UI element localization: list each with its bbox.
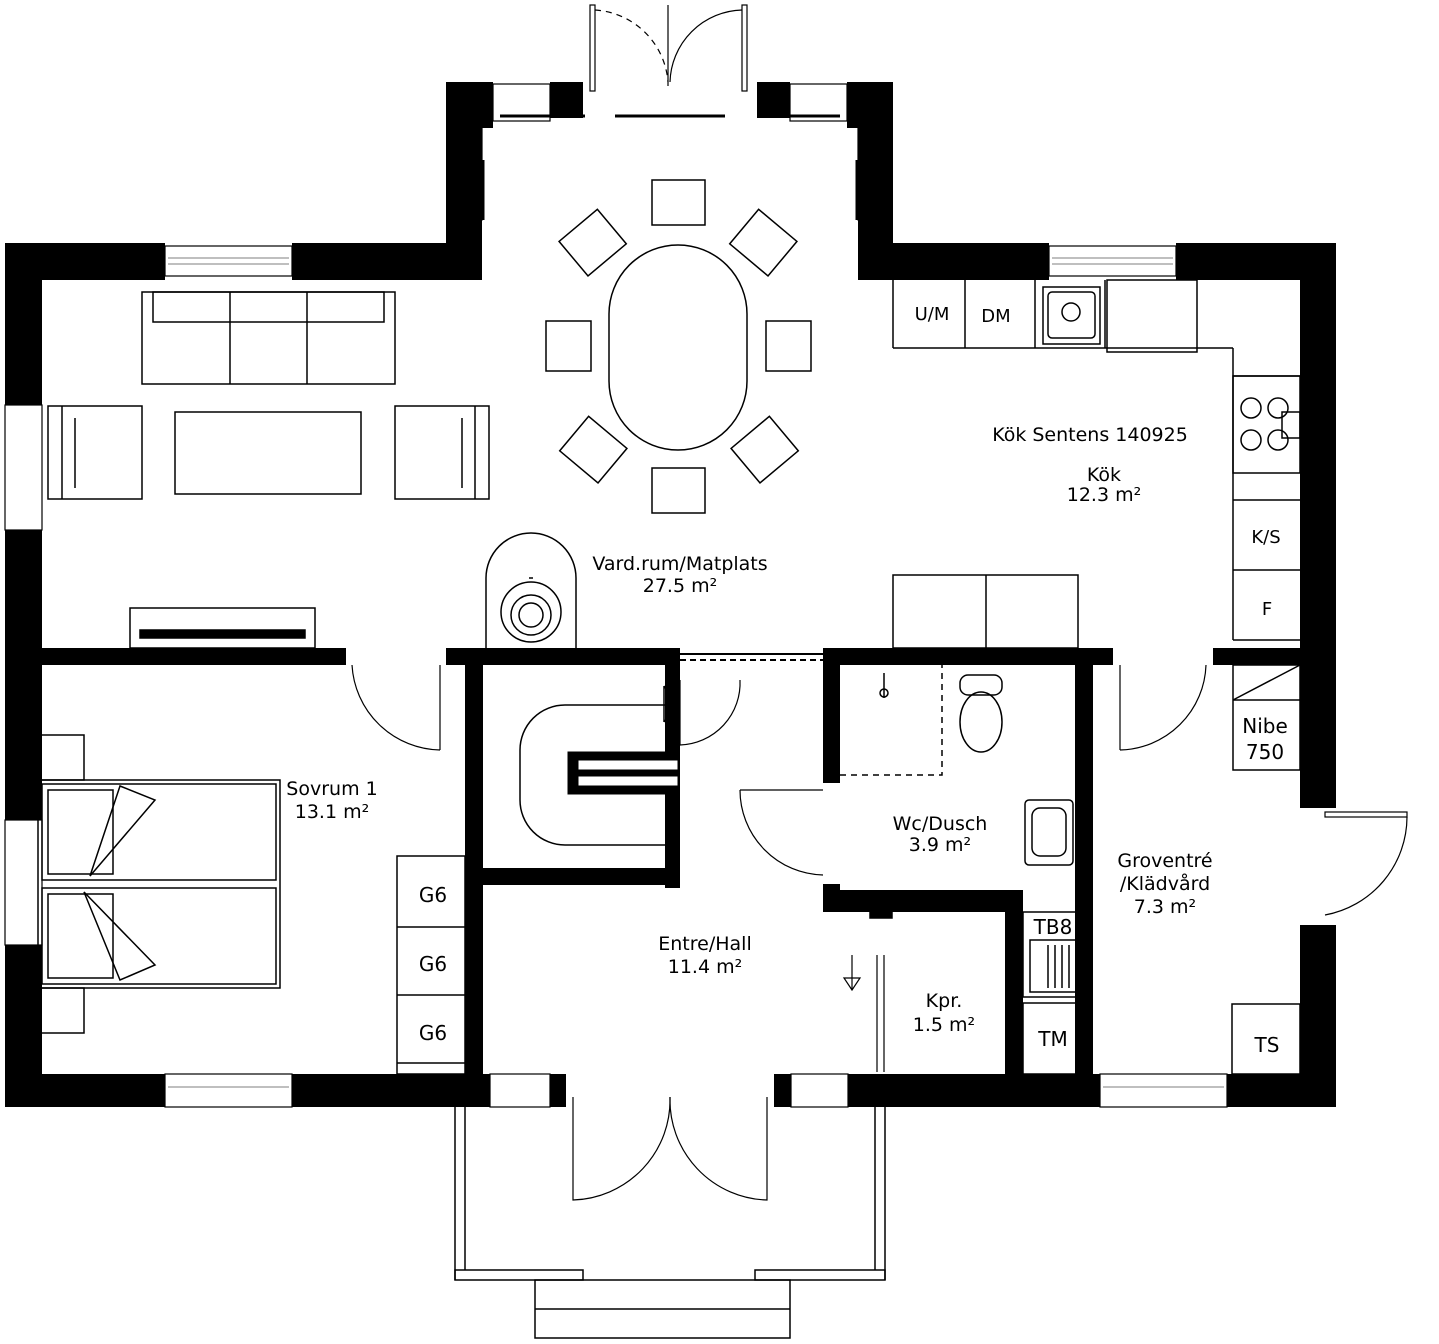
chair-6 (728, 208, 798, 277)
g6-label-1: G6 (419, 883, 447, 907)
wardrobe (396, 855, 466, 1075)
chair-8 (730, 415, 800, 484)
ts-label: TS (1254, 1033, 1280, 1057)
window-south-left (164, 1073, 293, 1108)
dm-label: DM (981, 306, 1010, 327)
g6-label-3: G6 (419, 1021, 447, 1045)
armchair-right (394, 405, 490, 500)
chair-5 (558, 208, 628, 277)
kitchen-name-label: Kök (1087, 464, 1121, 486)
windows (4, 83, 1228, 1108)
entry-area-label: 11.4 m² (668, 956, 742, 978)
um-label: U/M (915, 304, 950, 325)
room-labels: Kök Sentens 140925 Kök 12.3 m² Vard.rum/… (286, 424, 1212, 1036)
bed (37, 779, 281, 989)
bedroom-area-label: 13.1 m² (295, 801, 369, 823)
wc-area-label: 3.9 m² (909, 834, 971, 856)
bedroom-name-label: Sovrum 1 (286, 778, 377, 800)
f-label: F (1262, 599, 1272, 620)
entry-name-label: Entre/Hall (658, 933, 751, 955)
window-south-mid-2 (790, 1073, 849, 1108)
dining-set (545, 179, 812, 514)
g6-label-2: G6 (419, 952, 447, 976)
kitchen-area-label: 12.3 m² (1067, 484, 1141, 506)
chair-2 (651, 467, 706, 514)
nibe-label-2: 750 (1246, 740, 1284, 764)
bedroom-fixtures (37, 734, 466, 1075)
fixture-labels: U/M DM K/S F Nibe 750 G6 G6 G6 TB8 TM TS (419, 304, 1288, 1057)
sliding-door (680, 653, 823, 661)
wc-name-label: Wc/Dusch (893, 813, 988, 835)
kitchen-fixtures (892, 279, 1301, 771)
living-name-label: Vard.rum/Matplats (592, 553, 767, 575)
nibe-label-1: Nibe (1242, 714, 1288, 738)
kitchen-model-label: Kök Sentens 140925 (992, 424, 1188, 446)
closet-name-label: Kpr. (926, 990, 963, 1012)
utility-area-label: 7.3 m² (1134, 896, 1196, 918)
coffee-table (174, 411, 362, 495)
tm-label: TM (1037, 1027, 1067, 1051)
tb8-label: TB8 (1033, 915, 1073, 939)
living-area-label: 27.5 m² (643, 575, 717, 597)
porch (454, 1107, 886, 1339)
window-north-right (1048, 245, 1177, 277)
ks-label: K/S (1251, 527, 1280, 548)
countertop-unit (1106, 279, 1198, 353)
tv-bench (129, 607, 316, 649)
chair-3 (545, 320, 592, 372)
chair-4 (765, 320, 812, 372)
closet-area-label: 1.5 m² (913, 1014, 975, 1036)
sink (1042, 286, 1101, 345)
window-west-living (4, 404, 43, 531)
chair-7 (558, 415, 628, 484)
bay-lines (481, 114, 859, 220)
stairs (519, 685, 679, 846)
toilet-bowl (959, 691, 1003, 753)
exterior-walls (5, 82, 1336, 1107)
hob (1232, 375, 1301, 474)
dining-table (608, 244, 748, 451)
window-south-right (1099, 1073, 1228, 1108)
sofa-group (47, 291, 490, 649)
utility-name-label-1: Groventré (1117, 850, 1212, 872)
interior-walls (38, 648, 1303, 1074)
utility-fixtures (1022, 911, 1301, 1075)
window-west-bedroom (4, 819, 43, 946)
armchair-left (47, 405, 143, 500)
window-south-mid-1 (489, 1073, 551, 1108)
doors (351, 4, 1408, 1201)
wc-fixtures (840, 665, 1074, 919)
fireplace (485, 532, 577, 648)
sofa (141, 291, 396, 385)
nightstand-top (37, 734, 85, 781)
utility-name-label-2: /Klädvård (1120, 872, 1210, 895)
window-north-left (164, 245, 293, 277)
washbasin (1024, 799, 1074, 866)
toilet-tank (959, 674, 1003, 696)
nightstand-bottom (37, 987, 85, 1034)
chair-1 (651, 179, 706, 226)
